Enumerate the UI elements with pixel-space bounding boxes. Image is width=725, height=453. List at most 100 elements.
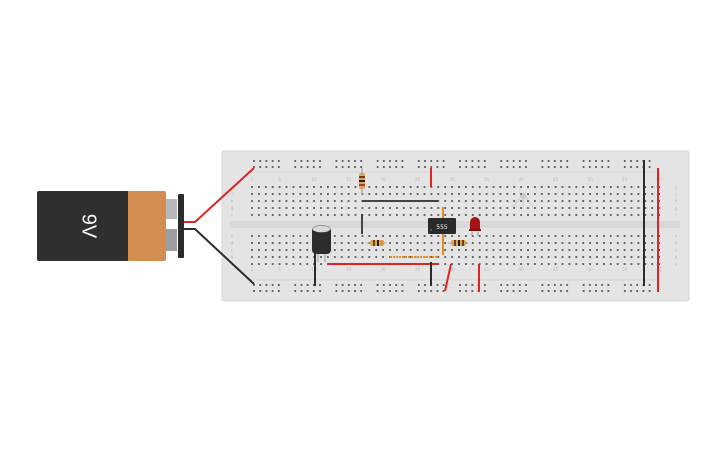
terminal-hole[interactable] bbox=[658, 235, 660, 237]
terminal-hole[interactable] bbox=[333, 186, 336, 188]
terminal-hole[interactable] bbox=[299, 263, 302, 265]
terminal-hole[interactable] bbox=[534, 193, 536, 195]
terminal-hole[interactable] bbox=[520, 193, 522, 195]
terminal-hole[interactable] bbox=[251, 263, 253, 265]
rail-hole[interactable] bbox=[623, 290, 626, 292]
terminal-hole[interactable] bbox=[313, 186, 315, 188]
terminal-hole[interactable] bbox=[258, 207, 260, 209]
rail-hole[interactable] bbox=[424, 166, 426, 168]
terminal-hole[interactable] bbox=[251, 200, 253, 202]
terminal-hole[interactable] bbox=[568, 200, 571, 202]
terminal-hole[interactable] bbox=[444, 242, 447, 244]
rail-hole[interactable] bbox=[553, 290, 556, 292]
terminal-hole[interactable] bbox=[485, 207, 488, 209]
rail-hole[interactable] bbox=[436, 160, 439, 162]
rail-hole[interactable] bbox=[312, 160, 315, 162]
terminal-hole[interactable] bbox=[354, 207, 357, 209]
terminal-hole[interactable] bbox=[292, 235, 295, 237]
terminal-hole[interactable] bbox=[465, 186, 467, 188]
terminal-hole[interactable] bbox=[333, 193, 336, 195]
terminal-hole[interactable] bbox=[382, 249, 384, 251]
terminal-hole[interactable] bbox=[506, 242, 509, 244]
rail-hole[interactable] bbox=[341, 160, 344, 162]
terminal-hole[interactable] bbox=[437, 249, 440, 251]
terminal-hole[interactable] bbox=[575, 263, 578, 265]
terminal-hole[interactable] bbox=[299, 235, 302, 237]
terminal-hole[interactable] bbox=[444, 193, 447, 195]
terminal-hole[interactable] bbox=[534, 200, 536, 202]
rail-hole[interactable] bbox=[636, 166, 639, 168]
terminal-hole[interactable] bbox=[416, 186, 419, 188]
rail-hole[interactable] bbox=[265, 166, 268, 168]
terminal-hole[interactable] bbox=[333, 200, 336, 202]
rail-hole[interactable] bbox=[560, 166, 562, 168]
rail-hole[interactable] bbox=[648, 290, 651, 292]
terminal-hole[interactable] bbox=[554, 263, 557, 265]
terminal-hole[interactable] bbox=[568, 256, 571, 258]
terminal-hole[interactable] bbox=[616, 214, 619, 216]
terminal-hole[interactable] bbox=[299, 186, 302, 188]
rail-hole[interactable] bbox=[471, 160, 474, 162]
terminal-hole[interactable] bbox=[554, 186, 557, 188]
rail-hole[interactable] bbox=[506, 290, 509, 292]
rail-hole[interactable] bbox=[319, 284, 321, 286]
terminal-hole[interactable] bbox=[651, 186, 654, 188]
rail-hole[interactable] bbox=[312, 290, 315, 292]
terminal-hole[interactable] bbox=[389, 235, 391, 237]
terminal-hole[interactable] bbox=[375, 235, 378, 237]
terminal-hole[interactable] bbox=[285, 249, 288, 251]
terminal-hole[interactable] bbox=[333, 242, 336, 244]
rail-hole[interactable] bbox=[518, 290, 521, 292]
terminal-hole[interactable] bbox=[451, 193, 453, 195]
rail-hole[interactable] bbox=[553, 160, 556, 162]
terminal-hole[interactable] bbox=[292, 256, 295, 258]
terminal-hole[interactable] bbox=[402, 214, 405, 216]
terminal-hole[interactable] bbox=[264, 256, 267, 258]
rail-hole[interactable] bbox=[459, 284, 461, 286]
rail-hole[interactable] bbox=[271, 160, 274, 162]
terminal-hole[interactable] bbox=[609, 186, 612, 188]
terminal-hole[interactable] bbox=[271, 249, 274, 251]
terminal-hole[interactable] bbox=[478, 242, 481, 244]
terminal-hole[interactable] bbox=[258, 256, 260, 258]
terminal-hole[interactable] bbox=[396, 207, 398, 209]
terminal-hole[interactable] bbox=[465, 214, 467, 216]
battery-terminal-negative[interactable] bbox=[166, 229, 177, 251]
terminal-hole[interactable] bbox=[554, 193, 557, 195]
rail-hole[interactable] bbox=[376, 166, 379, 168]
terminal-hole[interactable] bbox=[575, 200, 578, 202]
terminal-hole[interactable] bbox=[478, 193, 481, 195]
terminal-hole[interactable] bbox=[409, 249, 412, 251]
terminal-hole[interactable] bbox=[340, 249, 343, 251]
terminal-hole[interactable] bbox=[264, 200, 267, 202]
rail-hole[interactable] bbox=[471, 290, 474, 292]
rail-hole[interactable] bbox=[541, 284, 544, 286]
terminal-hole[interactable] bbox=[603, 200, 605, 202]
terminal-hole[interactable] bbox=[340, 214, 343, 216]
terminal-hole[interactable] bbox=[409, 256, 412, 258]
terminal-hole[interactable] bbox=[589, 263, 591, 265]
terminal-hole[interactable] bbox=[651, 263, 654, 265]
terminal-hole[interactable] bbox=[492, 256, 495, 258]
terminal-hole[interactable] bbox=[520, 242, 522, 244]
rail-hole[interactable] bbox=[271, 284, 274, 286]
terminal-hole[interactable] bbox=[320, 214, 322, 216]
terminal-hole[interactable] bbox=[575, 256, 578, 258]
rail-hole[interactable] bbox=[630, 290, 632, 292]
terminal-hole[interactable] bbox=[506, 200, 509, 202]
terminal-hole[interactable] bbox=[534, 235, 536, 237]
terminal-hole[interactable] bbox=[375, 193, 378, 195]
terminal-hole[interactable] bbox=[582, 242, 585, 244]
battery-9v[interactable]: 9V bbox=[37, 191, 184, 261]
rail-hole[interactable] bbox=[382, 284, 385, 286]
terminal-hole[interactable] bbox=[347, 207, 350, 209]
rail-hole[interactable] bbox=[547, 284, 550, 286]
terminal-hole[interactable] bbox=[264, 214, 267, 216]
terminal-hole[interactable] bbox=[658, 214, 660, 216]
rail-hole[interactable] bbox=[595, 284, 597, 286]
terminal-hole[interactable] bbox=[561, 214, 564, 216]
rail-hole[interactable] bbox=[389, 166, 391, 168]
terminal-hole[interactable] bbox=[568, 263, 571, 265]
rail-hole[interactable] bbox=[566, 284, 569, 286]
terminal-hole[interactable] bbox=[444, 235, 447, 237]
